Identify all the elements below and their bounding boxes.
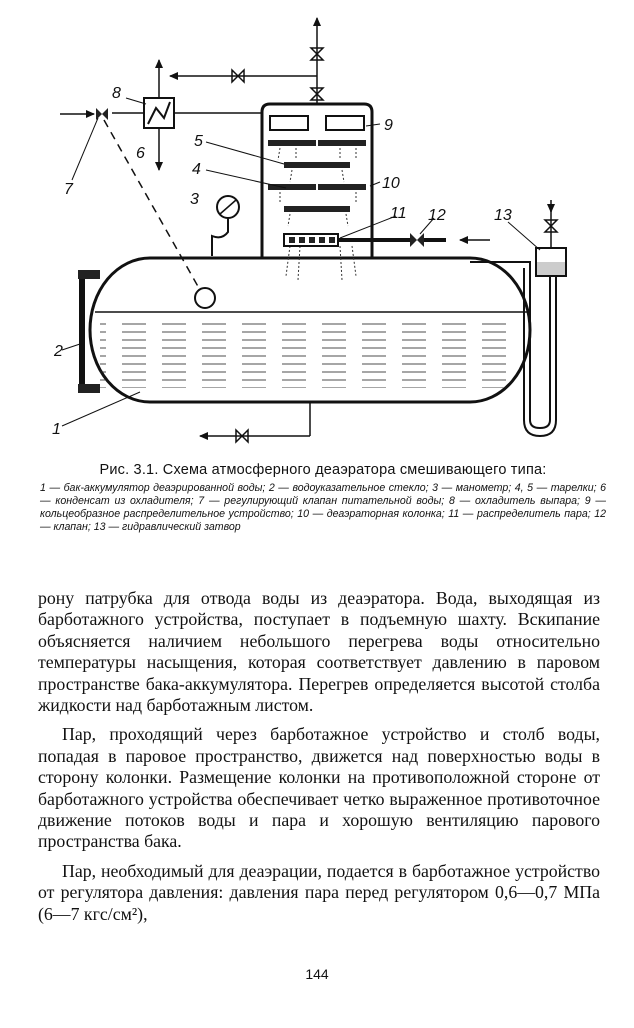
- label-8: 8: [112, 85, 121, 102]
- label-7: 7: [64, 181, 74, 198]
- label-9: 9: [384, 117, 393, 134]
- deaerator-diagram: 1 2 3 4 5 6 7 8 9 10 11 12 13: [52, 17, 567, 444]
- label-10: 10: [382, 175, 400, 192]
- paragraph-3: Пар, необходимый для деаэрации, подается…: [38, 860, 600, 924]
- body-text: рону патрубка для отвода воды из деаэрат…: [38, 588, 600, 925]
- caption-title: Рис. 3.1. Схема атмосферного деаэратора …: [99, 462, 547, 478]
- water-gauge-glass: [78, 270, 100, 393]
- steam-distributor: [283, 233, 410, 247]
- label-3: 3: [190, 191, 199, 208]
- feedwater-control-valve: [60, 108, 201, 291]
- label-13: 13: [494, 207, 512, 224]
- label-12: 12: [428, 207, 446, 224]
- vapor-cooler: [112, 59, 262, 171]
- water-outlet: [199, 402, 311, 444]
- label-4: 4: [192, 161, 201, 178]
- hydraulic-seal: [470, 200, 567, 438]
- deaerator-column: [260, 102, 374, 281]
- caption-legend: 1 — бак-аккумулятор деаэрированной воды;…: [40, 482, 606, 533]
- page-number: 144: [305, 966, 329, 982]
- label-1: 1: [52, 421, 61, 438]
- manometer: [211, 195, 240, 256]
- label-6: 6: [136, 145, 145, 162]
- paragraph-1: рону патрубка для отвода воды из деаэрат…: [38, 588, 600, 716]
- storage-tank: [88, 256, 532, 404]
- paragraph-2: Пар, проходящий через барботажное устрой…: [38, 724, 600, 852]
- level-float: [194, 287, 216, 309]
- label-5: 5: [194, 133, 203, 150]
- figure-caption: Рис. 3.1. Схема атмосферного деаэратора …: [40, 462, 606, 534]
- vent-line: [169, 17, 325, 104]
- label-11: 11: [390, 205, 407, 222]
- steam-valve: [410, 233, 490, 247]
- label-2: 2: [53, 343, 63, 360]
